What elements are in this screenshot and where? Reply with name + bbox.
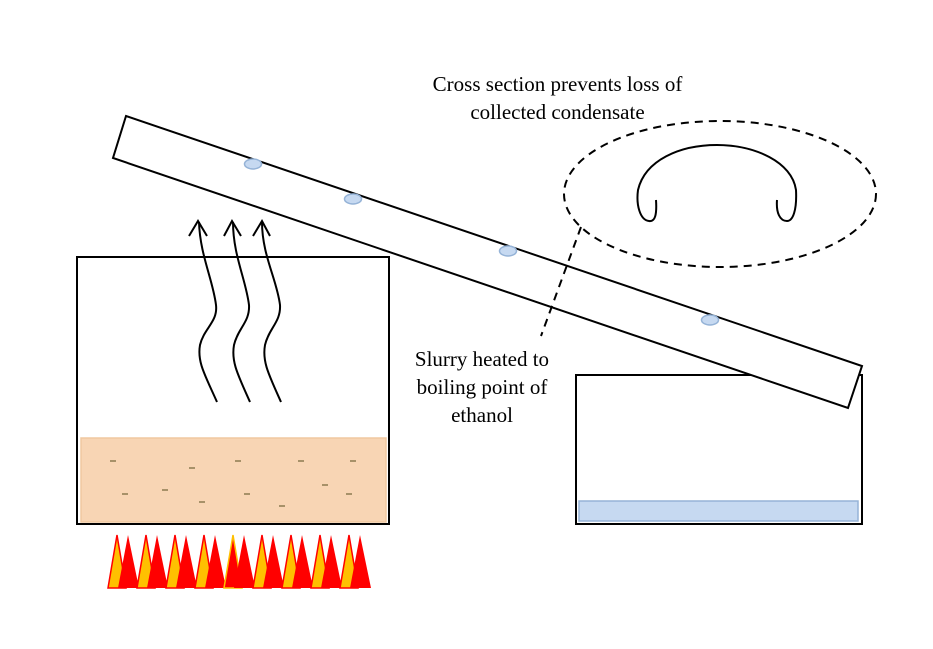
flame (136, 534, 168, 589)
condensate-droplet (498, 245, 518, 257)
collected-ethanol (578, 500, 859, 522)
flame (339, 534, 371, 589)
flame-outer (234, 535, 255, 588)
condensate-droplets (243, 158, 720, 326)
slurry-label-line3: ethanol (451, 403, 513, 427)
slurry-label: Slurry heated to boiling point of ethano… (392, 345, 572, 429)
collection-vessel (575, 374, 863, 525)
slurry-label-line1: Slurry heated to (414, 347, 550, 371)
callout-leader-line (540, 226, 582, 337)
flame-outer (292, 535, 313, 588)
flame-outer (205, 535, 226, 588)
flame-outer (147, 535, 168, 588)
flame (223, 534, 255, 589)
flame-outer (176, 535, 197, 588)
cross-section-label-line2: collected condensate (470, 100, 645, 124)
slurry (80, 437, 387, 523)
vapor-arrow (198, 221, 218, 403)
cross-section-callout (563, 120, 877, 268)
slurry-label-line2: boiling point of (416, 375, 548, 399)
flame-outer (350, 535, 371, 588)
flame (194, 534, 226, 589)
flame (252, 534, 284, 589)
slurry-particles (110, 460, 356, 507)
condensate-droplet (700, 314, 720, 326)
condensate-droplet (243, 158, 263, 170)
flame-outer (263, 535, 284, 588)
flame (310, 534, 342, 589)
heat-source (107, 534, 371, 589)
vapor-arrow-head (252, 218, 271, 237)
flame (165, 534, 197, 589)
cross-section-label: Cross section prevents loss of collected… (395, 70, 720, 126)
vapor-arrow-head (223, 218, 242, 237)
condensate-droplet (343, 193, 363, 205)
flame-outer (118, 535, 139, 588)
vapor-arrows (188, 218, 282, 403)
cross-section-label-line1: Cross section prevents loss of (432, 72, 683, 96)
cross-section-shape (636, 143, 798, 223)
condenser-tube (111, 114, 864, 410)
vapor-arrow (261, 221, 282, 403)
flame (107, 534, 139, 589)
flame (281, 534, 313, 589)
flame-outer (321, 535, 342, 588)
vapor-arrow (232, 221, 251, 403)
vapor-arrow-head (188, 219, 208, 237)
